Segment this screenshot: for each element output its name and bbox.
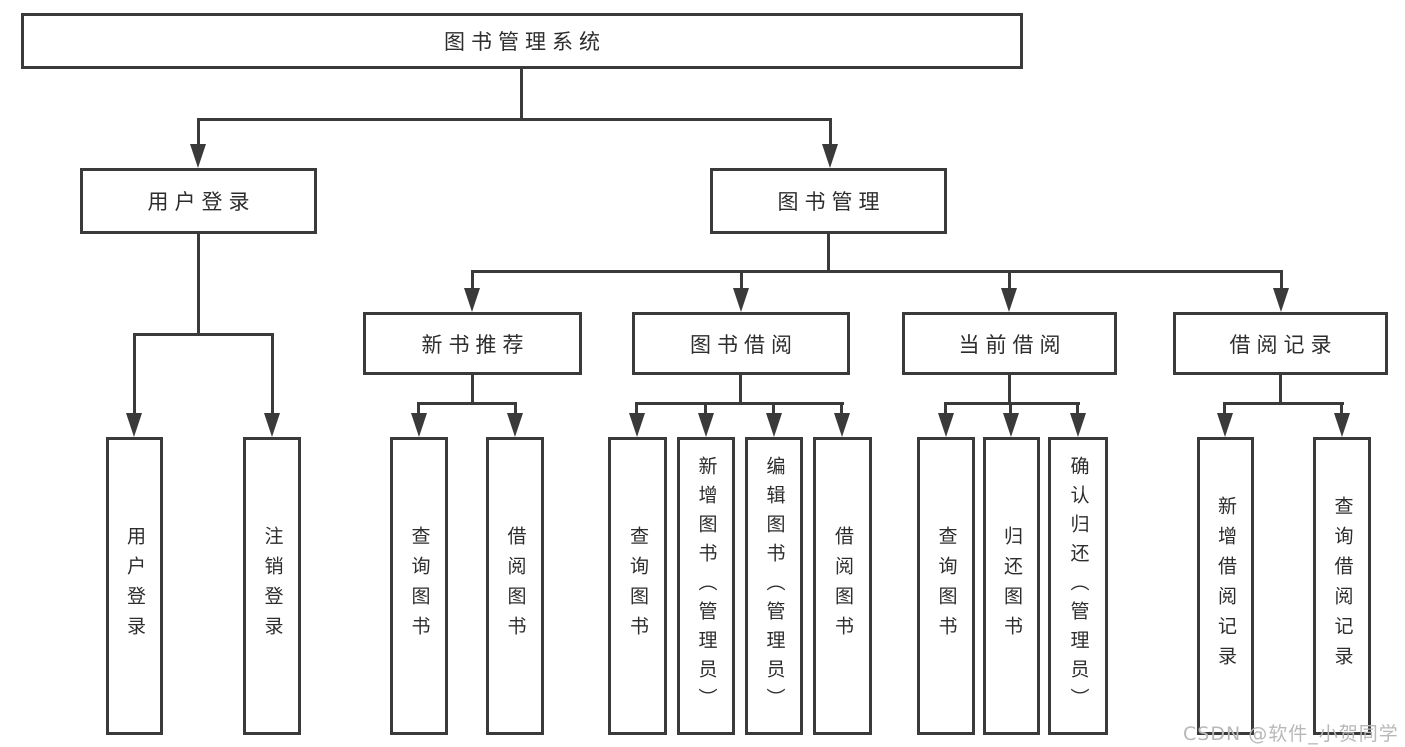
node-new-book-recommend: 新书推荐	[363, 312, 582, 375]
arrowhead-down-icon	[1003, 413, 1019, 437]
leaf-label: 查询图书	[408, 526, 431, 646]
connector-branch	[944, 402, 1080, 405]
leaf-query-books-3: 查询图书	[917, 437, 975, 735]
connector-branch	[133, 333, 274, 336]
node-root: 图书管理系统	[21, 13, 1023, 69]
connector-stem	[1076, 402, 1079, 415]
leaf-edit-books-admin: 编辑图书（管理员）	[745, 437, 803, 735]
arrowhead-down-icon	[264, 413, 280, 437]
arrowhead-down-icon	[822, 144, 838, 168]
connector-stem	[197, 234, 200, 336]
connector-stem	[1340, 402, 1343, 415]
arrowhead-down-icon	[1001, 288, 1017, 312]
connector-stem	[1008, 375, 1011, 405]
watermark: CSDN @软件_小贺同学	[1183, 723, 1399, 745]
connector-stem	[1279, 375, 1282, 405]
connector-branch	[635, 402, 844, 405]
arrowhead-down-icon	[629, 413, 645, 437]
connector-stem	[1008, 270, 1011, 290]
leaf-label: 借阅图书	[832, 526, 854, 646]
leaf-label: 查询图书	[627, 526, 649, 646]
arrowhead-down-icon	[1334, 413, 1350, 437]
arrowhead-down-icon	[126, 413, 142, 437]
connector-stem	[271, 333, 274, 415]
arrowhead-down-icon	[698, 413, 714, 437]
connector-stem	[520, 69, 523, 118]
connector-stem	[704, 402, 707, 415]
connector-stem	[827, 234, 830, 272]
leaf-label: 编辑图书（管理员）	[763, 455, 786, 717]
arrowhead-down-icon	[938, 413, 954, 437]
connector-stem	[772, 402, 775, 415]
leaf-add-books-admin: 新增图书（管理员）	[677, 437, 735, 735]
leaf-label: 用户登录	[124, 526, 146, 646]
arrowhead-down-icon	[190, 144, 206, 168]
node-book-management: 图书管理	[710, 168, 947, 234]
connector-stem	[740, 270, 743, 290]
leaf-label: 查询图书	[935, 526, 958, 646]
connector-branch	[197, 118, 832, 121]
connector-stem	[840, 402, 843, 415]
leaf-logout: 注销登录	[243, 437, 301, 735]
arrowhead-down-icon	[1217, 413, 1233, 437]
connector-stem	[1280, 270, 1283, 290]
arrowhead-down-icon	[766, 413, 782, 437]
connector-branch	[1223, 402, 1344, 405]
leaf-label: 确认归还（管理员）	[1067, 455, 1090, 717]
leaf-query-books-2: 查询图书	[608, 437, 667, 735]
connector-stem	[1009, 402, 1012, 415]
connector-stem	[133, 333, 136, 415]
arrowhead-down-icon	[507, 413, 523, 437]
leaf-query-books-1: 查询图书	[390, 437, 448, 735]
connector-branch	[471, 270, 1283, 273]
connector-branch	[417, 402, 517, 405]
connector-stem	[829, 118, 832, 148]
connector-stem	[635, 402, 638, 415]
leaf-label: 新增图书（管理员）	[695, 455, 718, 717]
connector-stem	[739, 375, 742, 405]
leaf-return-books: 归还图书	[983, 437, 1040, 735]
leaf-label: 归还图书	[1001, 526, 1023, 646]
leaf-label: 新增借阅记录	[1215, 496, 1237, 676]
connector-stem	[471, 375, 474, 405]
leaf-borrow-books-1: 借阅图书	[486, 437, 544, 735]
arrowhead-down-icon	[1273, 288, 1289, 312]
arrowhead-down-icon	[464, 288, 480, 312]
connector-stem	[471, 270, 474, 290]
arrowhead-down-icon	[733, 288, 749, 312]
connector-stem	[1223, 402, 1226, 415]
leaf-borrow-books-2: 借阅图书	[813, 437, 872, 735]
leaf-add-borrow-record: 新增借阅记录	[1197, 437, 1254, 735]
leaf-label: 注销登录	[261, 526, 284, 646]
connector-stem	[197, 118, 200, 148]
node-book-borrow: 图书借阅	[632, 312, 850, 375]
arrowhead-down-icon	[834, 413, 850, 437]
node-borrow-records: 借阅记录	[1173, 312, 1388, 375]
connector-stem	[417, 402, 420, 415]
arrowhead-down-icon	[1070, 413, 1086, 437]
connector-stem	[944, 402, 947, 415]
node-user-login: 用户登录	[80, 168, 317, 234]
leaf-label: 查询借阅记录	[1331, 496, 1354, 676]
leaf-query-borrow-record: 查询借阅记录	[1313, 437, 1371, 735]
leaf-confirm-return-admin: 确认归还（管理员）	[1048, 437, 1108, 735]
node-current-borrow: 当前借阅	[902, 312, 1117, 375]
leaf-label: 借阅图书	[504, 526, 527, 646]
leaf-user-login: 用户登录	[106, 437, 163, 735]
connector-stem	[514, 402, 517, 415]
arrowhead-down-icon	[411, 413, 427, 437]
